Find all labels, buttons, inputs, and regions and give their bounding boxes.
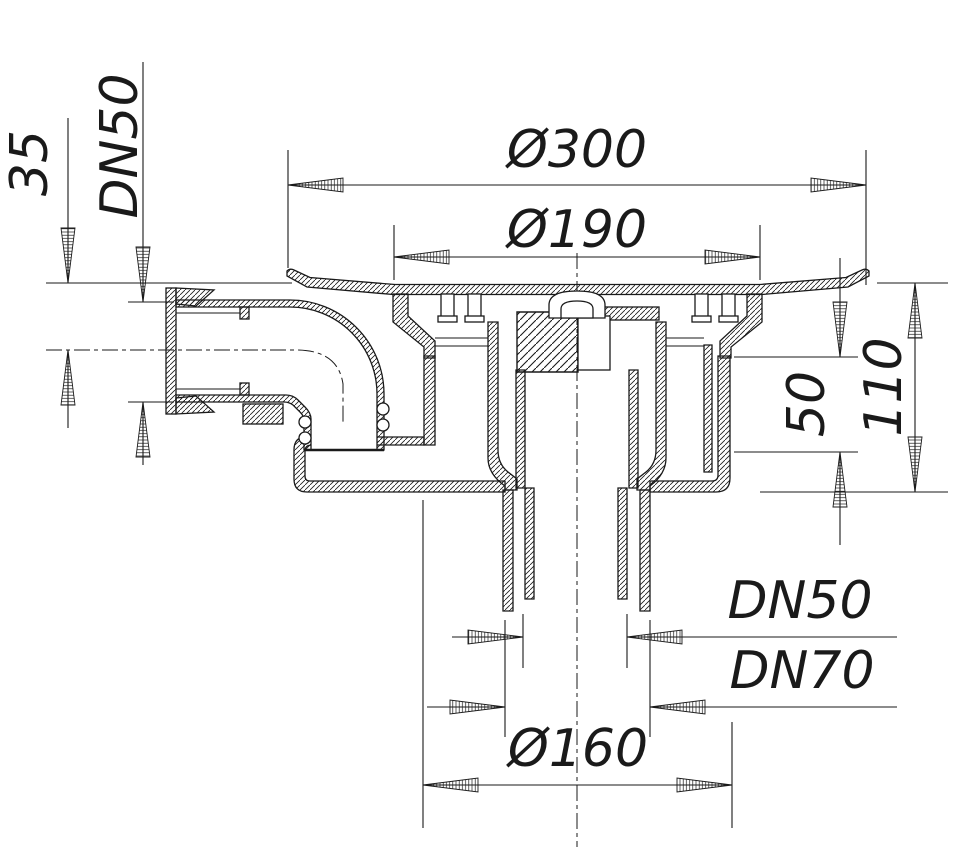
insert-core-side-piece <box>577 315 611 371</box>
dim-label-lower-body-diameter: Ø160 <box>506 719 648 779</box>
dip-tube-wall-right <box>628 369 639 489</box>
o-ring-left-1 <box>298 415 312 429</box>
elbow-flange-piece <box>242 403 284 425</box>
socket-flange-ring <box>165 287 177 415</box>
o-ring-left-2 <box>298 431 312 445</box>
clamp-post-right-2 <box>721 293 736 319</box>
arrow-right-icon <box>449 699 506 715</box>
dim-outlet-outer-nominal: DN70 <box>427 620 897 737</box>
socket-end-step-top <box>239 306 250 320</box>
o-ring-right-2 <box>376 418 390 432</box>
arrow-up-icon <box>832 451 848 508</box>
dim-outlet-inner-nominal: DN50 <box>452 571 897 668</box>
dim-inlet-nominal: DN50 <box>90 62 174 465</box>
flange-plate <box>286 268 870 296</box>
dim-installation-height: 110 <box>760 282 948 493</box>
arrow-up-icon <box>135 401 151 458</box>
dim-label-outlet-inner-nominal: DN50 <box>727 571 872 631</box>
dim-label-trap-seal-height: 50 <box>777 371 837 437</box>
outlet-pipes-section <box>502 487 651 612</box>
arrow-down-icon <box>832 301 848 358</box>
dip-tube-wall-left <box>515 369 526 489</box>
dim-label-outlet-outer-nominal: DN70 <box>729 641 874 701</box>
arrow-left-icon <box>393 249 450 265</box>
clamp-post-left-1 <box>440 293 455 319</box>
insert-core-block <box>516 311 579 373</box>
elbow-leg-interior <box>311 424 377 451</box>
arrow-down-icon <box>135 246 151 303</box>
lifting-handle-opening <box>560 300 594 319</box>
dim-label-installation-height: 110 <box>854 337 914 436</box>
arrow-down-icon <box>60 227 76 284</box>
arrow-up-icon <box>60 349 76 406</box>
drain-flange-section <box>286 268 870 296</box>
inlet-elbow-section <box>165 287 390 452</box>
dim-label-inlet-nominal: DN50 <box>90 73 150 218</box>
dim-lower-body-diameter: Ø160 <box>422 500 733 828</box>
arrow-left-icon <box>287 177 344 193</box>
dim-label-flange-diameter: Ø300 <box>505 120 647 180</box>
dim-rim-diameter: Ø190 <box>393 200 761 280</box>
o-ring-right-1 <box>376 402 390 416</box>
clamp-foot-right-1 <box>691 315 712 323</box>
barrel-wall-left <box>423 355 436 446</box>
dim-inlet-axis-offset: 35 <box>0 118 292 428</box>
arrow-right-icon <box>676 777 733 793</box>
socket-seal-bottom <box>175 395 216 415</box>
trap-insert-section <box>487 290 667 491</box>
clamp-foot-left-1 <box>437 315 458 323</box>
socket-seal-top <box>175 287 216 307</box>
dim-label-rim-diameter: Ø190 <box>505 200 647 260</box>
arrow-left-icon <box>626 629 683 645</box>
arrow-right-icon <box>467 629 524 645</box>
socket-end-step-bottom <box>239 382 250 396</box>
dim-trap-seal-height: 50 <box>734 258 858 545</box>
arrow-right-icon <box>704 249 761 265</box>
outlet-inner-pipe-left-wall <box>524 487 535 600</box>
dimension-annotations: Ø300 Ø190 35 DN50 50 <box>0 62 948 828</box>
arrow-right-icon <box>810 177 867 193</box>
dim-flange-diameter: Ø300 <box>287 120 867 285</box>
outlet-outer-pipe-right-wall <box>639 489 651 612</box>
arrow-up-icon <box>907 282 923 339</box>
inner-partition-right <box>703 344 713 473</box>
arrow-left-icon <box>422 777 479 793</box>
dim-label-inlet-axis-offset: 35 <box>0 130 60 196</box>
clamp-post-right-1 <box>694 293 709 319</box>
clamp-foot-right-2 <box>718 315 739 323</box>
insert-rim-right <box>602 306 660 321</box>
clamp-post-left-2 <box>467 293 482 319</box>
inlet-axis-centerline <box>46 349 344 443</box>
clamp-foot-left-2 <box>464 315 485 323</box>
outlet-inner-pipe-right-wall <box>617 487 628 600</box>
arrow-left-icon <box>649 699 706 715</box>
outlet-outer-pipe-left-wall <box>502 489 514 612</box>
arrow-down-icon <box>907 436 923 493</box>
